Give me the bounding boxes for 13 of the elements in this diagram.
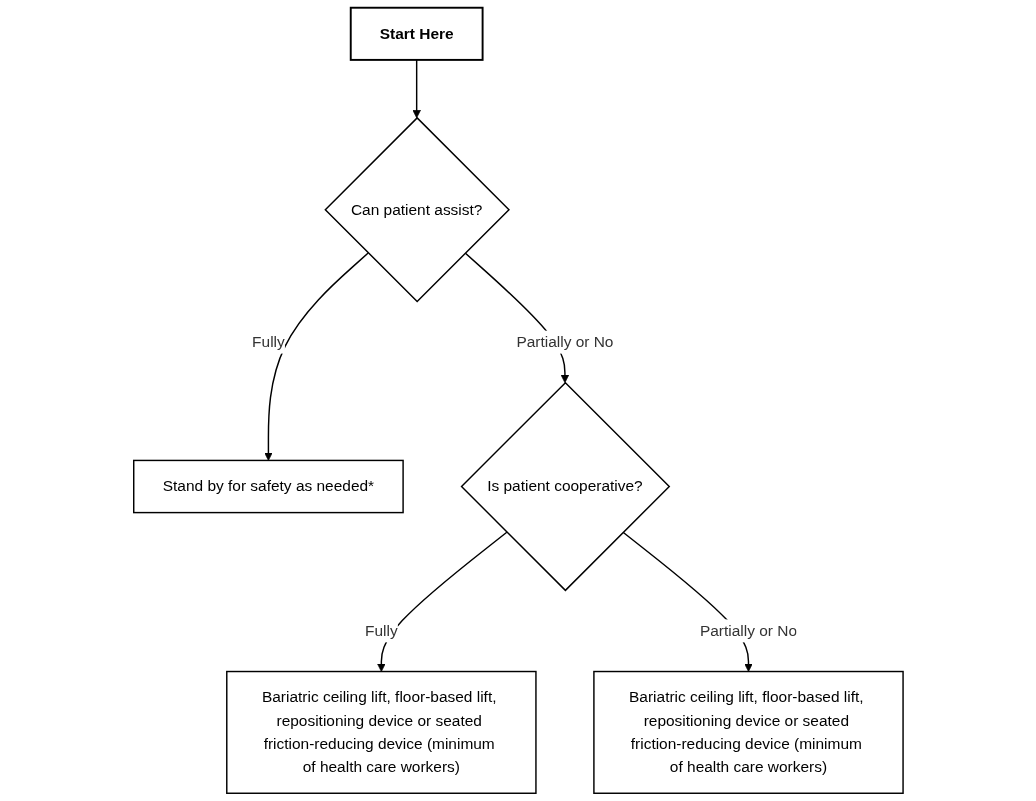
arrow: [376, 531, 508, 672]
node-box: Stand by for safety as needed*: [132, 459, 404, 514]
node-box: Bariatric ceiling lift, floor-based lift, repositioning device or seated friction-reducing device (minimum of health care workers): [225, 670, 537, 794]
arrow: [263, 252, 369, 461]
edge-label: Fully: [251, 333, 285, 350]
edge-label: Fully: [364, 622, 398, 639]
node-box: Bariatric ceiling lift, floor-based lift, repositioning device or seated friction-reducing device (minimum of health care workers): [592, 670, 904, 794]
edge-label: Partially or No: [515, 333, 614, 350]
arrow: [412, 59, 421, 119]
node-box: Start Here: [349, 6, 484, 61]
node-diamond: Can patient assist?: [323, 116, 510, 303]
edge-label: Partially or No: [699, 622, 797, 639]
node-diamond: Is patient cooperative?: [460, 381, 670, 592]
